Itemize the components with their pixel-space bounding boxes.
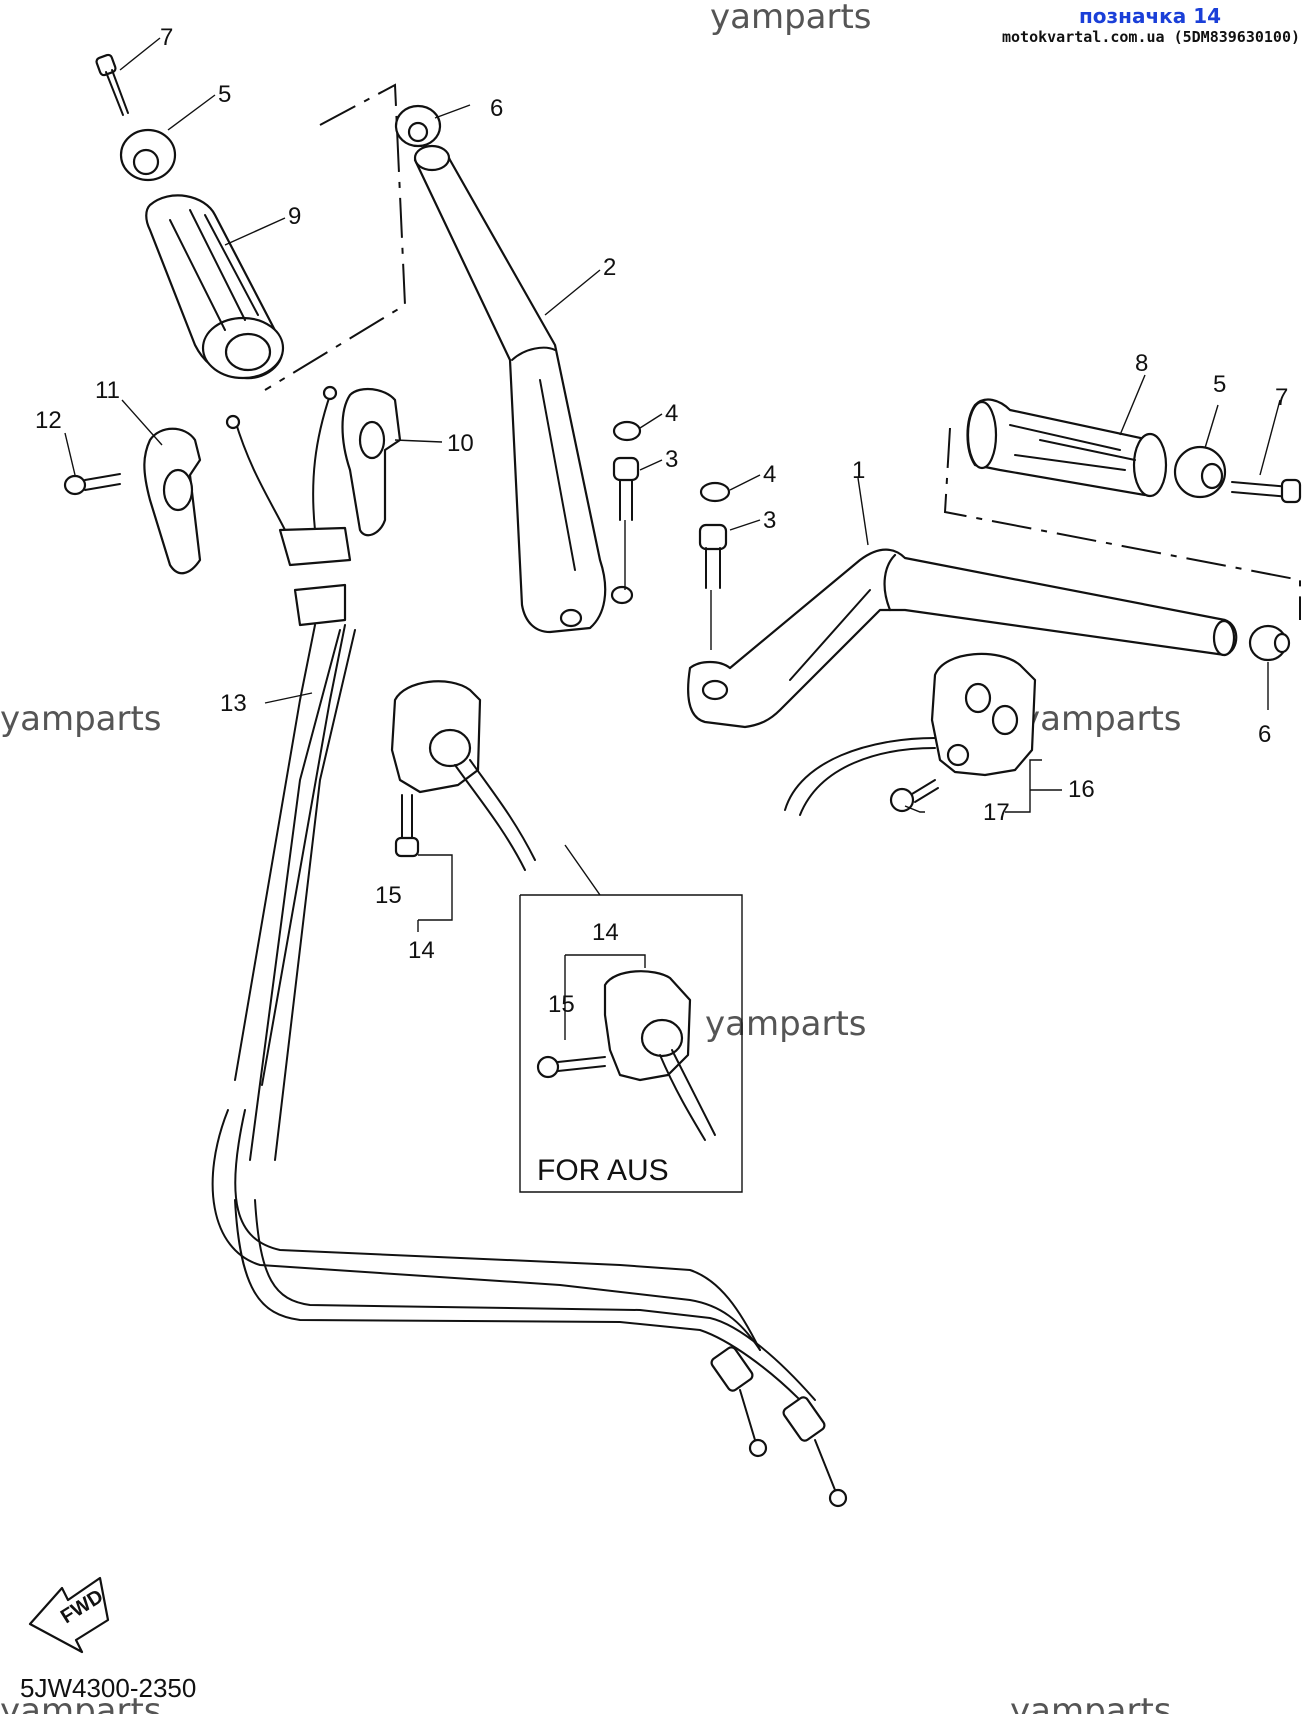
inset-for-aus: FOR AUS — [519, 844, 743, 1193]
watermark-right: yamparts — [1020, 699, 1182, 739]
callout-6-top: 6 — [490, 95, 503, 122]
callout-4-left: 4 — [665, 400, 678, 427]
callout-16: 16 — [1068, 776, 1095, 803]
screw-12 — [63, 473, 121, 496]
callout-3-left: 3 — [665, 446, 678, 473]
watermark-bottom-right: yamparts — [1010, 1691, 1172, 1714]
grip-9-left — [145, 194, 285, 380]
diagram-code: 5JW4300-2350 — [20, 1673, 196, 1703]
callout-10: 10 — [447, 430, 474, 457]
bolt-7-right — [1231, 478, 1302, 504]
callout-14-inset: 14 — [592, 919, 619, 946]
callout-15-inset: 15 — [548, 991, 575, 1018]
callout-9: 9 — [288, 203, 301, 230]
callout-15-left: 15 — [375, 882, 402, 909]
screw-15-left — [394, 794, 420, 858]
throttle-cable-13 — [211, 385, 848, 1508]
callout-5-right: 5 — [1213, 371, 1226, 398]
source-text: motokvartal.com.ua (5DM839630100) — [1001, 28, 1300, 46]
callout-14-left: 14 — [408, 937, 435, 964]
cap-4-left — [612, 420, 642, 442]
leader-lines — [64, 37, 1281, 932]
callout-7-left: 7 — [160, 24, 173, 51]
bolt-3-left — [612, 456, 640, 521]
inset-title: FOR AUS — [537, 1154, 669, 1187]
callout-11: 11 — [95, 377, 120, 404]
callout-8: 8 — [1135, 350, 1148, 377]
callout-2: 2 — [603, 254, 616, 281]
handlebar-2-left — [413, 144, 634, 634]
callout-6-right: 6 — [1258, 721, 1271, 748]
grip-end-6-top — [394, 104, 442, 148]
callout-4-right: 4 — [763, 461, 776, 488]
switch-16-right — [784, 652, 1037, 816]
throttle-housing-10 — [341, 387, 402, 537]
callout-labels: 7 5 6 9 2 8 5 7 11 12 4 10 3 1 4 3 13 6 … — [35, 24, 1288, 1018]
callout-1: 1 — [852, 457, 865, 484]
left-grip-group-bracket — [264, 83, 407, 391]
watermark-left: yamparts — [0, 699, 162, 739]
bolt-3-right — [698, 523, 728, 589]
watermark-center: yamparts — [705, 1004, 867, 1044]
callout-3-right: 3 — [763, 507, 776, 534]
callout-5-left: 5 — [218, 81, 231, 108]
callout-7-right: 7 — [1275, 384, 1288, 411]
throttle-housing-11 — [143, 427, 202, 575]
handlebar-1-right — [687, 548, 1238, 729]
watermark-bottom-left: yamparts — [0, 1691, 162, 1714]
fwd-arrow-icon: FWD — [28, 1576, 110, 1654]
grip-end-5-right — [1173, 445, 1227, 499]
switch-14-left — [390, 680, 536, 871]
callout-17: 17 — [983, 799, 1010, 826]
right-grip-group-bracket — [943, 427, 1301, 620]
bolt-7-left — [95, 53, 129, 116]
screw-17-right — [889, 779, 939, 813]
grip-end-6-right — [1248, 624, 1291, 662]
cap-4-right — [699, 481, 731, 503]
callout-12: 12 — [35, 407, 62, 434]
grip-8-right — [966, 398, 1168, 498]
page-label-link[interactable]: позначка 14 — [1078, 4, 1222, 28]
callout-13: 13 — [220, 690, 247, 717]
grip-end-5-left — [119, 128, 177, 182]
watermark-top: yamparts — [710, 0, 872, 37]
